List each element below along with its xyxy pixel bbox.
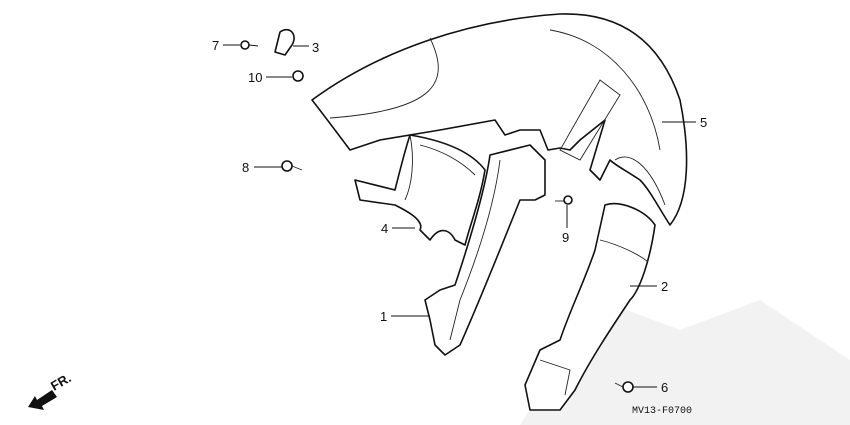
nut-10[interactable] [292,70,304,82]
svg-text:7: 7 [212,38,219,53]
bolt-9[interactable] [555,195,573,205]
svg-text:10: 10 [248,70,262,85]
svg-text:8: 8 [242,160,249,175]
svg-text:1: 1 [380,309,387,324]
svg-text:2: 2 [661,279,668,294]
callout-7: 7 [212,38,240,53]
callout-5: 5 [662,115,707,130]
callout-1: 1 [380,309,430,324]
bolt-6[interactable] [614,381,634,393]
callout-8: 8 [242,160,282,175]
diagram-code: MV13-F0700 [632,406,692,417]
bolt-7[interactable] [240,40,259,50]
svg-text:9: 9 [562,230,569,245]
callout-10: 10 [248,70,292,85]
callout-9: 9 [562,205,569,245]
part-right-cover[interactable] [524,203,656,411]
clip-3[interactable] [274,28,295,56]
svg-text:4: 4 [381,221,388,236]
callout-2: 2 [630,279,668,294]
svg-text:3: 3 [312,40,319,55]
svg-text:5: 5 [700,115,707,130]
front-direction-arrow: FR. [28,370,74,410]
callout-4: 4 [381,221,415,236]
svg-text:FR.: FR. [48,370,74,393]
part-front-fender[interactable] [311,13,688,226]
svg-text:6: 6 [661,380,668,395]
part-fender-stay[interactable] [354,134,486,246]
callout-6: 6 [633,380,668,395]
bolt-8[interactable] [281,160,303,172]
part-left-cover[interactable] [424,144,546,356]
callout-3: 3 [293,40,319,55]
